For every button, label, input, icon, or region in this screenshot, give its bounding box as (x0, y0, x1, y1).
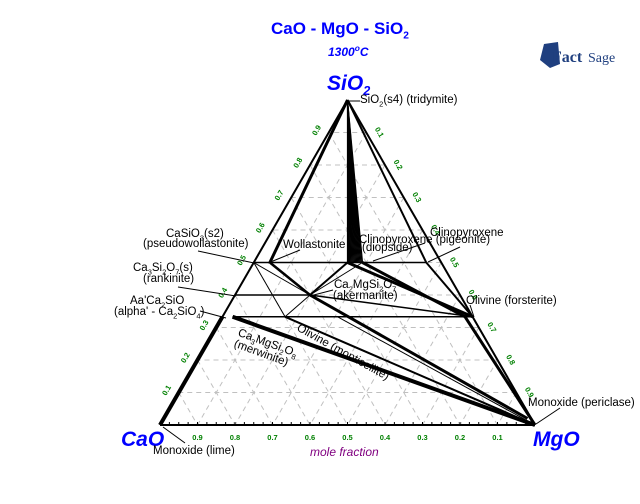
label-akermanite: (akermanite) (333, 290, 398, 302)
corner-label-mgo: MgO (533, 428, 580, 451)
tie-line-pseudowo-ak (253, 262, 311, 296)
tie-lines (158, 99, 537, 427)
tie-line-ak-fo (309, 294, 473, 318)
grid-line-cao (328, 132, 498, 426)
tick-label-right: 0.5 (448, 255, 461, 269)
tie-line-ak-di (309, 261, 349, 296)
leader-periclase (535, 407, 561, 425)
grid-line-cao (290, 197, 423, 426)
tie-line-ak-di2 (309, 262, 363, 296)
tick-label-bottom: 0.9 (192, 433, 202, 442)
tick-label-right: 0.2 (392, 158, 405, 172)
tie-line-en-sio2 (347, 99, 442, 263)
tie-line-di-fo (346, 261, 474, 319)
tie-line-pseudowo-mer (253, 262, 286, 318)
tie-line-fob-mgo (463, 315, 537, 426)
label-clinopyroxene: Clinopyroxene (430, 227, 504, 239)
grid-line-mgo (272, 197, 405, 426)
tick-label-left: 0.6 (254, 221, 267, 235)
tick-label-bottom: 0.6 (305, 433, 315, 442)
label-diopside: (diopside) (362, 242, 413, 254)
tick-label-bottom: 0.4 (380, 433, 391, 442)
tick-label-bottom: 0.3 (417, 433, 427, 442)
axis-label-mole-fraction: mole fraction (310, 445, 379, 459)
tie-line-fo-mgo (471, 316, 536, 426)
tie-line-c2sb-mgo (231, 314, 536, 427)
grid-line-cao (197, 359, 236, 426)
tie-line-mer-ak (284, 294, 311, 318)
grid-line-cao (178, 392, 198, 426)
label-periclase: Monoxide (periclase) (528, 397, 635, 409)
tie-line-en-fo (440, 262, 473, 318)
tie-line-wo-ak (269, 261, 311, 296)
corner-label-sio2: SiO2 (327, 72, 371, 99)
tick-label-left: 0.8 (291, 156, 304, 170)
tick-label-left: 0.7 (273, 188, 286, 202)
leader-lime (162, 426, 186, 444)
label-rankinite-formula: Ca3Si2O7(s) (133, 262, 193, 277)
tick-label-left: 0.9 (310, 123, 323, 137)
grid-line-mgo (497, 392, 517, 426)
label-pseudowollastonite-formula: CaSiO3(s2) (166, 228, 224, 243)
leader-clinopyroxene (427, 246, 461, 263)
label-wollastonite: Wollastonite (283, 239, 346, 251)
leader-akermanite (309, 289, 334, 297)
tie-line-di2-fob (361, 261, 466, 319)
temperature-label: 1300oC (328, 43, 369, 59)
tie-line-mont-mgo (337, 316, 536, 426)
tie-line-pig-fo (425, 261, 474, 318)
logo-text-sage: Sage (588, 51, 615, 66)
tie-line-mer-mgo (284, 315, 536, 426)
label-alpha-c2s-formula: Aa'Ca2SiO (130, 295, 185, 310)
tick-label-right: 0.7 (485, 320, 498, 334)
label-alpha-c2s: (alpha' - Ca2SiO4) (114, 306, 205, 321)
grid-line-cao (215, 327, 273, 426)
label-lime: Monoxide (lime) (153, 445, 235, 457)
label-pseudowollastonite: (pseudowollastonite) (143, 238, 249, 250)
factsage-logo-icon: Fact Sage (540, 42, 615, 68)
leader-lines (162, 100, 561, 444)
leader-pseudowollastonite (197, 250, 255, 264)
tick-label-bottom: 0.7 (267, 433, 277, 442)
label-tridymite: SiO2(s4) (tridymite) (360, 94, 458, 109)
tie-line-ak-mgob (309, 293, 529, 420)
leader-forsterite (469, 304, 475, 318)
label-rankinite: (rankinite) (143, 273, 195, 285)
fan-tie-line (346, 99, 364, 263)
tie-line-wo-sio2 (268, 99, 349, 264)
tie-line-cao-c2s (158, 315, 225, 426)
tick-label-right: 0.1 (373, 125, 386, 139)
logo-text-fact: Fact (552, 49, 583, 66)
tick-label-bottom: 0.8 (230, 433, 240, 442)
leader-wollastonite (267, 249, 301, 264)
tick-label-right: 0.8 (504, 353, 517, 367)
factsage-logo: Fact Sage (538, 40, 622, 70)
tick-label-left: 0.2 (179, 351, 192, 365)
label-pigeonite: Clinopyroxene (pigeonite) (359, 234, 491, 246)
leader-alpha-c2s (199, 310, 227, 319)
tick-label-bottom: 0.2 (455, 433, 465, 442)
label-forsterite: Olivine (forsterite) (466, 295, 557, 307)
leader-diopside (372, 242, 426, 262)
label-akermanite-formula: Ca2MgSi2O7 (334, 279, 397, 294)
grid-line-mgo (197, 132, 367, 426)
tick-label-left: 0.1 (160, 383, 173, 397)
tie-line-pig-sio2 (346, 99, 428, 263)
tick-label-right: 0.3 (410, 190, 423, 204)
tick-label-bottom: 0.5 (342, 433, 352, 442)
corner-label-cao: CaO (121, 428, 165, 451)
chart-title: CaO - MgO - SiO2 (271, 19, 409, 42)
grid-line-cao (234, 294, 311, 426)
tick-label-bottom: 0.1 (492, 433, 502, 442)
tick-label-left: 0.4 (216, 285, 229, 299)
leader-rankinite (177, 286, 237, 297)
